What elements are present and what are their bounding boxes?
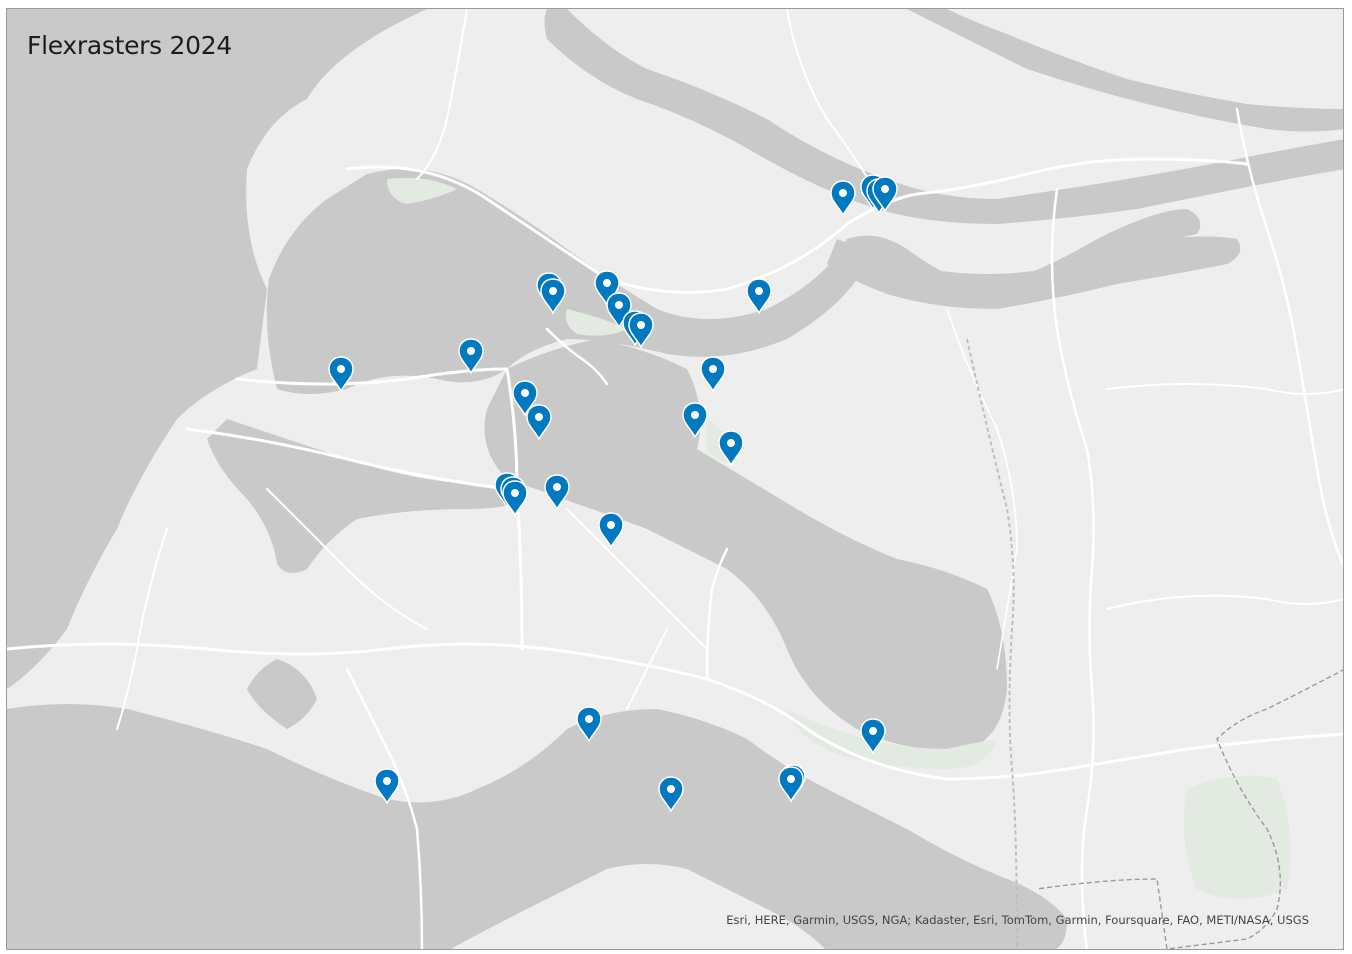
map-pin-icon[interactable] — [700, 356, 726, 393]
map-pin-icon[interactable] — [576, 706, 602, 743]
map-pin-icon[interactable] — [778, 766, 804, 803]
basemap — [7, 9, 1343, 949]
map-pin-icon[interactable] — [628, 312, 654, 349]
north-sea — [7, 9, 427, 689]
veerse-meer — [207, 419, 527, 573]
map-title: Flexrasters 2024 — [27, 31, 232, 60]
map-pin-icon[interactable] — [606, 292, 632, 329]
hollands-diep — [827, 236, 1241, 309]
water-bodies — [7, 9, 1343, 949]
map-pin-icon[interactable] — [540, 278, 566, 315]
map-view[interactable]: Flexrasters 2024 Esri, HERE, Garmin, USG… — [6, 8, 1344, 950]
nieuwe-maas — [544, 9, 1343, 224]
roads — [7, 9, 1343, 949]
map-pin-icon[interactable] — [830, 180, 856, 217]
nature-areas — [387, 177, 1291, 899]
map-pin-icon[interactable] — [512, 380, 538, 417]
map-pin-icon[interactable] — [526, 404, 552, 441]
map-pin-icon[interactable] — [544, 474, 570, 511]
map-pin-icon[interactable] — [598, 512, 624, 549]
country-border — [1036, 669, 1343, 949]
map-pin-icon[interactable] — [502, 480, 528, 517]
markers-layer — [328, 174, 898, 813]
haringvliet — [266, 169, 1201, 394]
map-pin-icon[interactable] — [872, 176, 898, 213]
map-pin-icon[interactable] — [374, 768, 400, 805]
map-pin-icon[interactable] — [328, 356, 354, 393]
railway-line — [966, 338, 1018, 949]
map-pin-icon[interactable] — [746, 278, 772, 315]
sloe-inlet — [247, 659, 317, 729]
westerschelde — [7, 704, 1067, 949]
oude-maas — [907, 9, 1343, 132]
map-pin-icon[interactable] — [682, 402, 708, 439]
attribution-text: Esri, HERE, Garmin, USGS, NGA; Kadaster,… — [726, 913, 1309, 927]
oosterschelde — [484, 339, 1007, 750]
map-pin-icon[interactable] — [458, 338, 484, 375]
map-pin-icon[interactable] — [718, 430, 744, 467]
map-pin-icon[interactable] — [860, 718, 886, 755]
map-pin-icon[interactable] — [658, 776, 684, 813]
